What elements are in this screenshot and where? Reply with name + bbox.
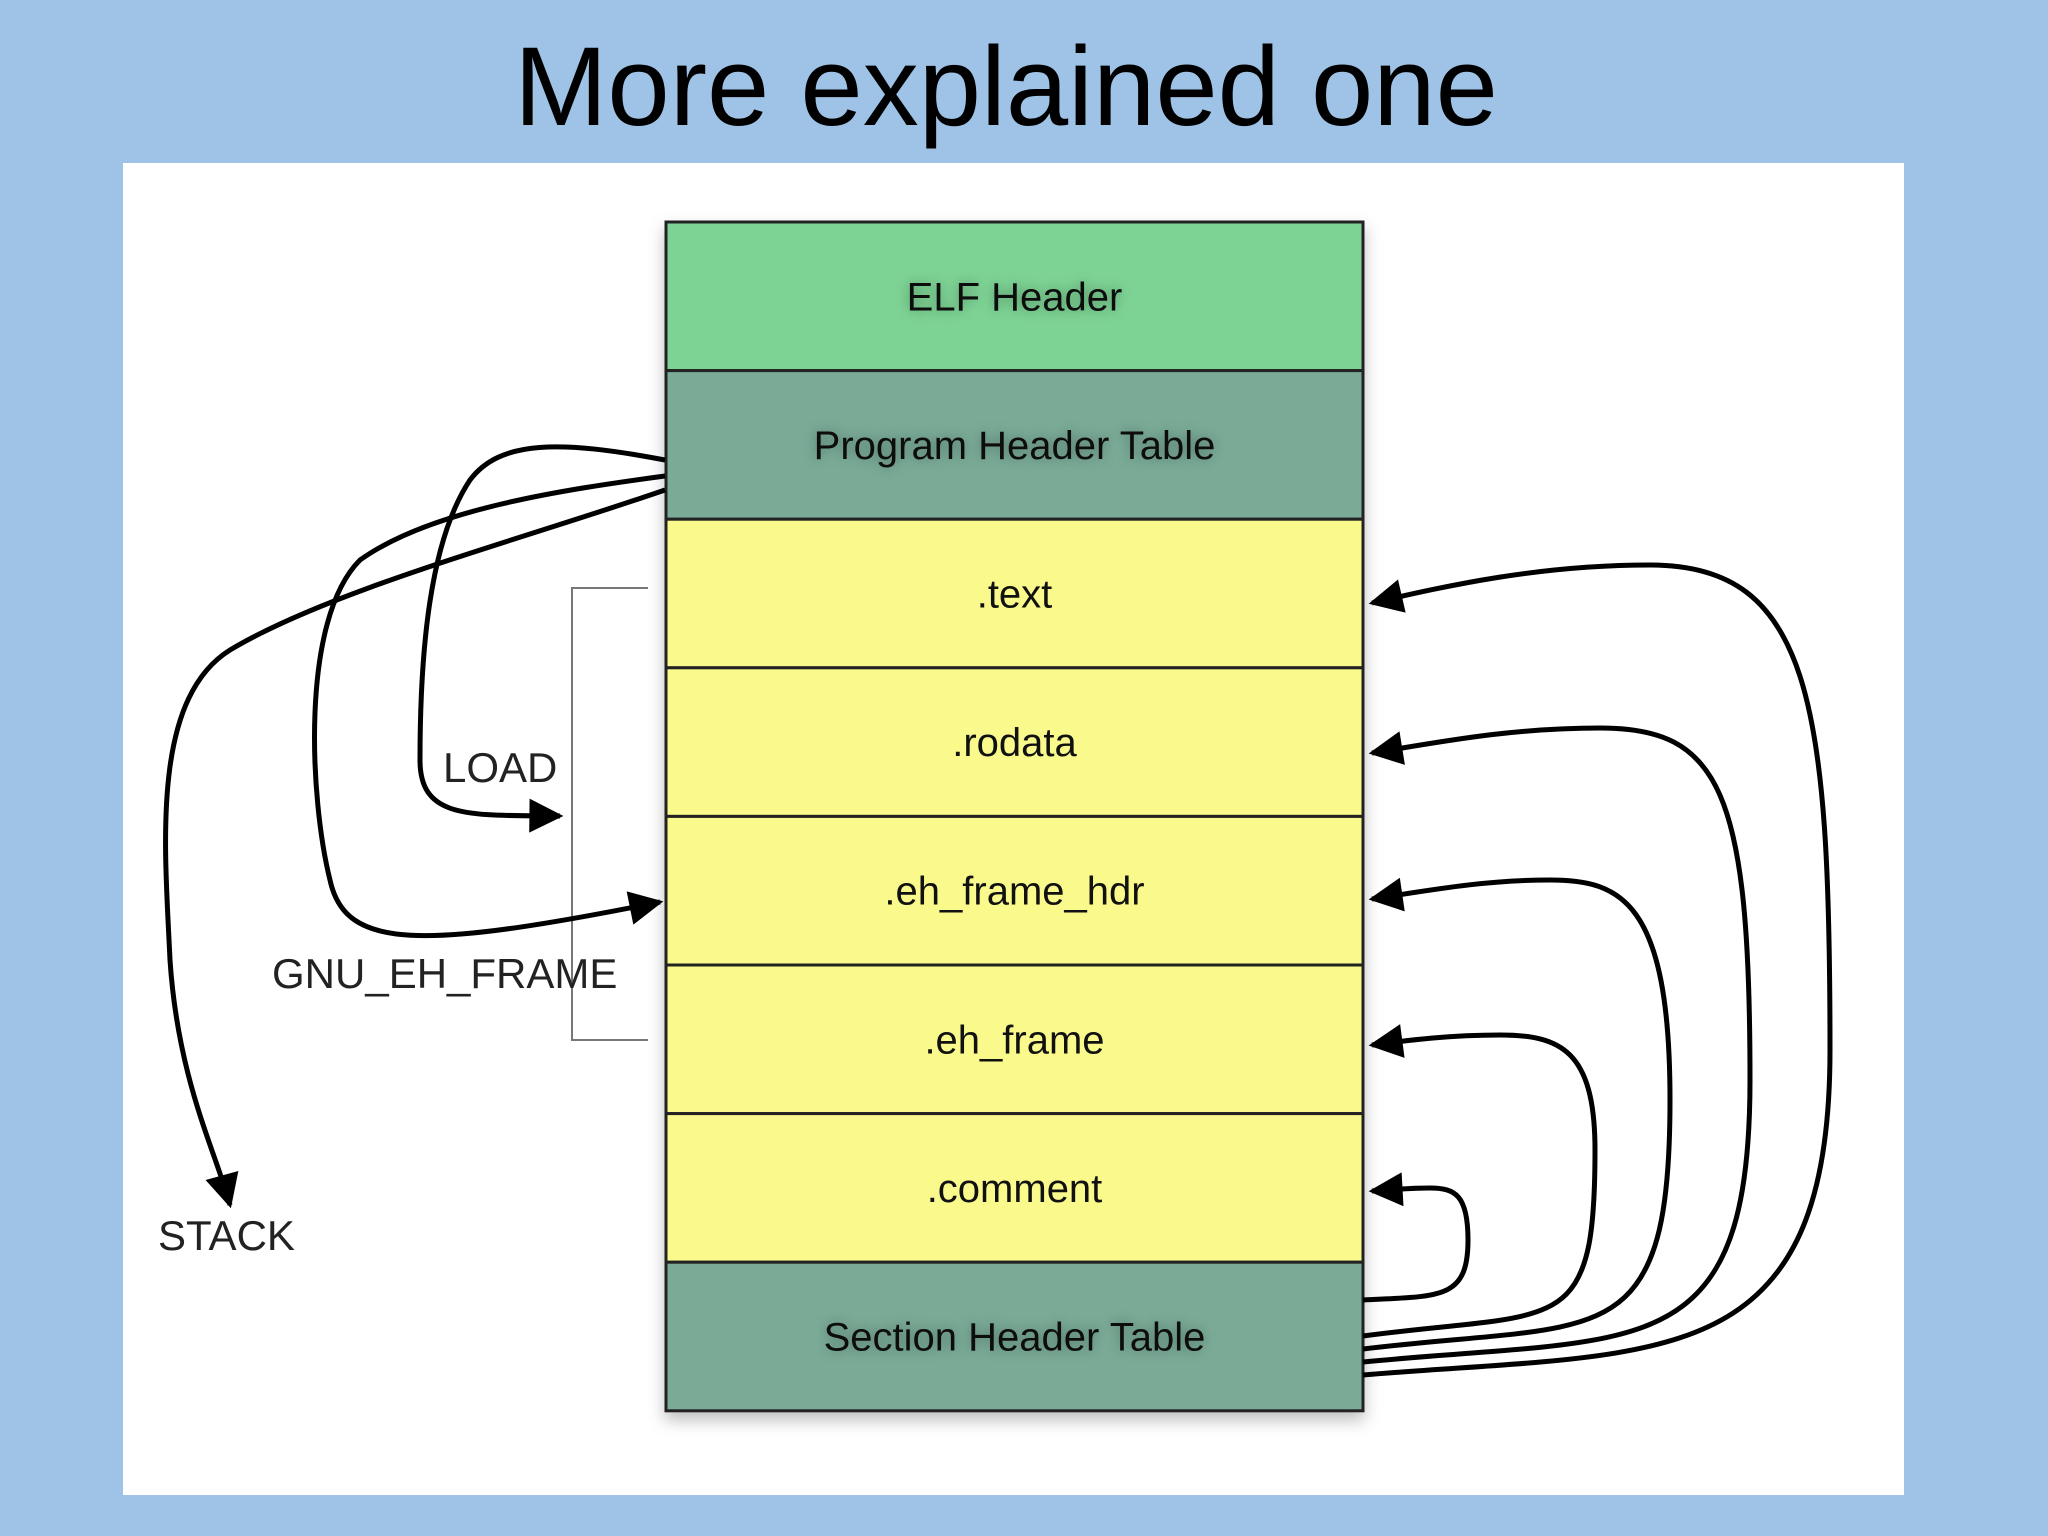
block-label-eh-frame-hdr: .eh_frame_hdr [884,870,1144,914]
block-label-program-header-table: Program Header Table [814,424,1216,468]
block-label-comment: .comment [927,1167,1103,1211]
block-eh-frame [664,963,1365,1116]
arrow-sht-to-eh-frame-hdr [1362,877,1673,1352]
block-label-text: .text [977,573,1053,617]
block-label-elf-header: ELF Header [907,275,1123,319]
block-comment [664,1112,1365,1264]
arrow-sht-to-text [1362,562,1833,1378]
block-section-header-table [664,1260,1365,1413]
arrow-sht-to-eh-frame [1362,1024,1598,1339]
block-label-eh-frame: .eh_frame [924,1018,1104,1062]
segment-label-load: LOAD [443,744,557,791]
block-rodata [664,666,1365,818]
arrow-sht-to-rodata [1362,725,1753,1365]
arrow-to-gnu-eh-frame [312,473,666,939]
segment-label-gnu-eh-frame: GNU_EH_FRAME [272,950,617,997]
arrow-to-stack [163,487,666,1209]
block-label-section-header-table: Section Header Table [824,1316,1206,1360]
arrow-sht-to-comment [1362,1172,1471,1303]
segment-label-stack: STACK [158,1212,295,1259]
block-label-rodata: .rodata [952,721,1077,765]
block-text [664,517,1365,670]
slide-title: More explained one [514,24,1498,149]
arrow-to-load [417,444,666,833]
block-program-header-table [664,369,1365,521]
block-eh-frame-hdr [664,814,1365,967]
load-bracket [571,587,648,1041]
